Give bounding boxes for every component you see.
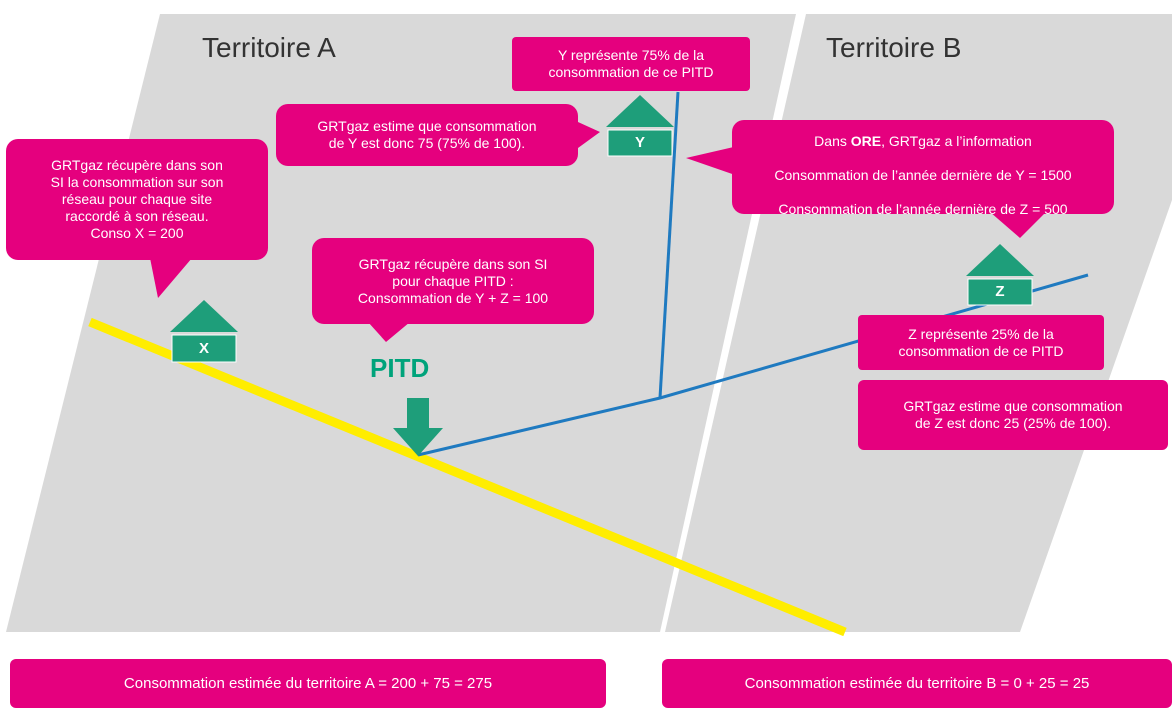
callout-pitd-total-text: GRTgaz récupère dans son SI pour chaque … xyxy=(357,255,549,306)
bottom-bar-territory-a: Consommation estimée du territoire A = 2… xyxy=(10,659,606,708)
callout-z-share-text: Z représente 25% de la consommation de c… xyxy=(898,325,1064,359)
callout-tail-x xyxy=(150,258,192,298)
pitd-arrow-icon xyxy=(393,398,443,456)
distribution-line-y-branch xyxy=(658,91,680,399)
callout-z-share: Z représente 25% de la consommation de c… xyxy=(858,315,1104,370)
callout-y-share: Y représente 75% de la consommation de c… xyxy=(512,37,750,91)
house-x-icon xyxy=(170,300,238,363)
ore-info-line1: Dans ORE, GRTgaz a l’information xyxy=(814,133,1032,149)
callout-y-share-text: Y représente 75% de la consommation de c… xyxy=(548,47,714,80)
callout-ore-info-text: Dans ORE, GRTgaz a l’information Consomm… xyxy=(774,116,1071,218)
bottom-bar-territory-b: Consommation estimée du territoire B = 0… xyxy=(662,659,1172,708)
territory-a-title: Territoire A xyxy=(202,32,336,63)
callout-y-estimate-text: GRTgaz estime que consommation de Y est … xyxy=(317,118,537,151)
house-y-icon xyxy=(606,95,674,157)
house-y-label: Y xyxy=(634,134,645,151)
callout-tail-ore-bottom xyxy=(990,212,1046,238)
callout-x-site: GRTgaz récupère dans son SI la consommat… xyxy=(6,139,268,260)
territory-b-title: Territoire B xyxy=(826,32,962,63)
ore-info-line2: Consommation de l’année dernière de Y = … xyxy=(774,167,1072,183)
ore-info-line3: Consommation de l’année dernière de Z = … xyxy=(778,201,1068,217)
callout-x-site-text: GRTgaz récupère dans son SI la consommat… xyxy=(50,157,224,241)
house-z-icon xyxy=(966,244,1034,306)
callout-ore-info: Dans ORE, GRTgaz a l’information Consomm… xyxy=(732,120,1114,217)
gas-main-line xyxy=(88,317,847,637)
bottom-bar-territory-a-text: Consommation estimée du territoire A = 2… xyxy=(123,675,493,692)
callout-tail-y-estimate xyxy=(578,122,600,148)
callout-tail-ore xyxy=(686,146,738,176)
callout-y-estimate: GRTgaz estime que consommation de Y est … xyxy=(276,104,578,166)
callout-z-estimate-text: GRTgaz estime que consommation de Z est … xyxy=(903,398,1123,431)
house-z-label: Z xyxy=(995,283,1005,300)
pitd-label: PITD xyxy=(370,353,430,383)
house-x-label: X xyxy=(198,340,209,357)
callout-pitd-total: GRTgaz récupère dans son SI pour chaque … xyxy=(312,238,594,324)
callout-tail-pitd xyxy=(368,322,410,342)
callout-z-estimate: GRTgaz estime que consommation de Z est … xyxy=(858,380,1168,450)
bottom-bar-territory-b-text: Consommation estimée du territoire B = 0… xyxy=(744,675,1090,692)
